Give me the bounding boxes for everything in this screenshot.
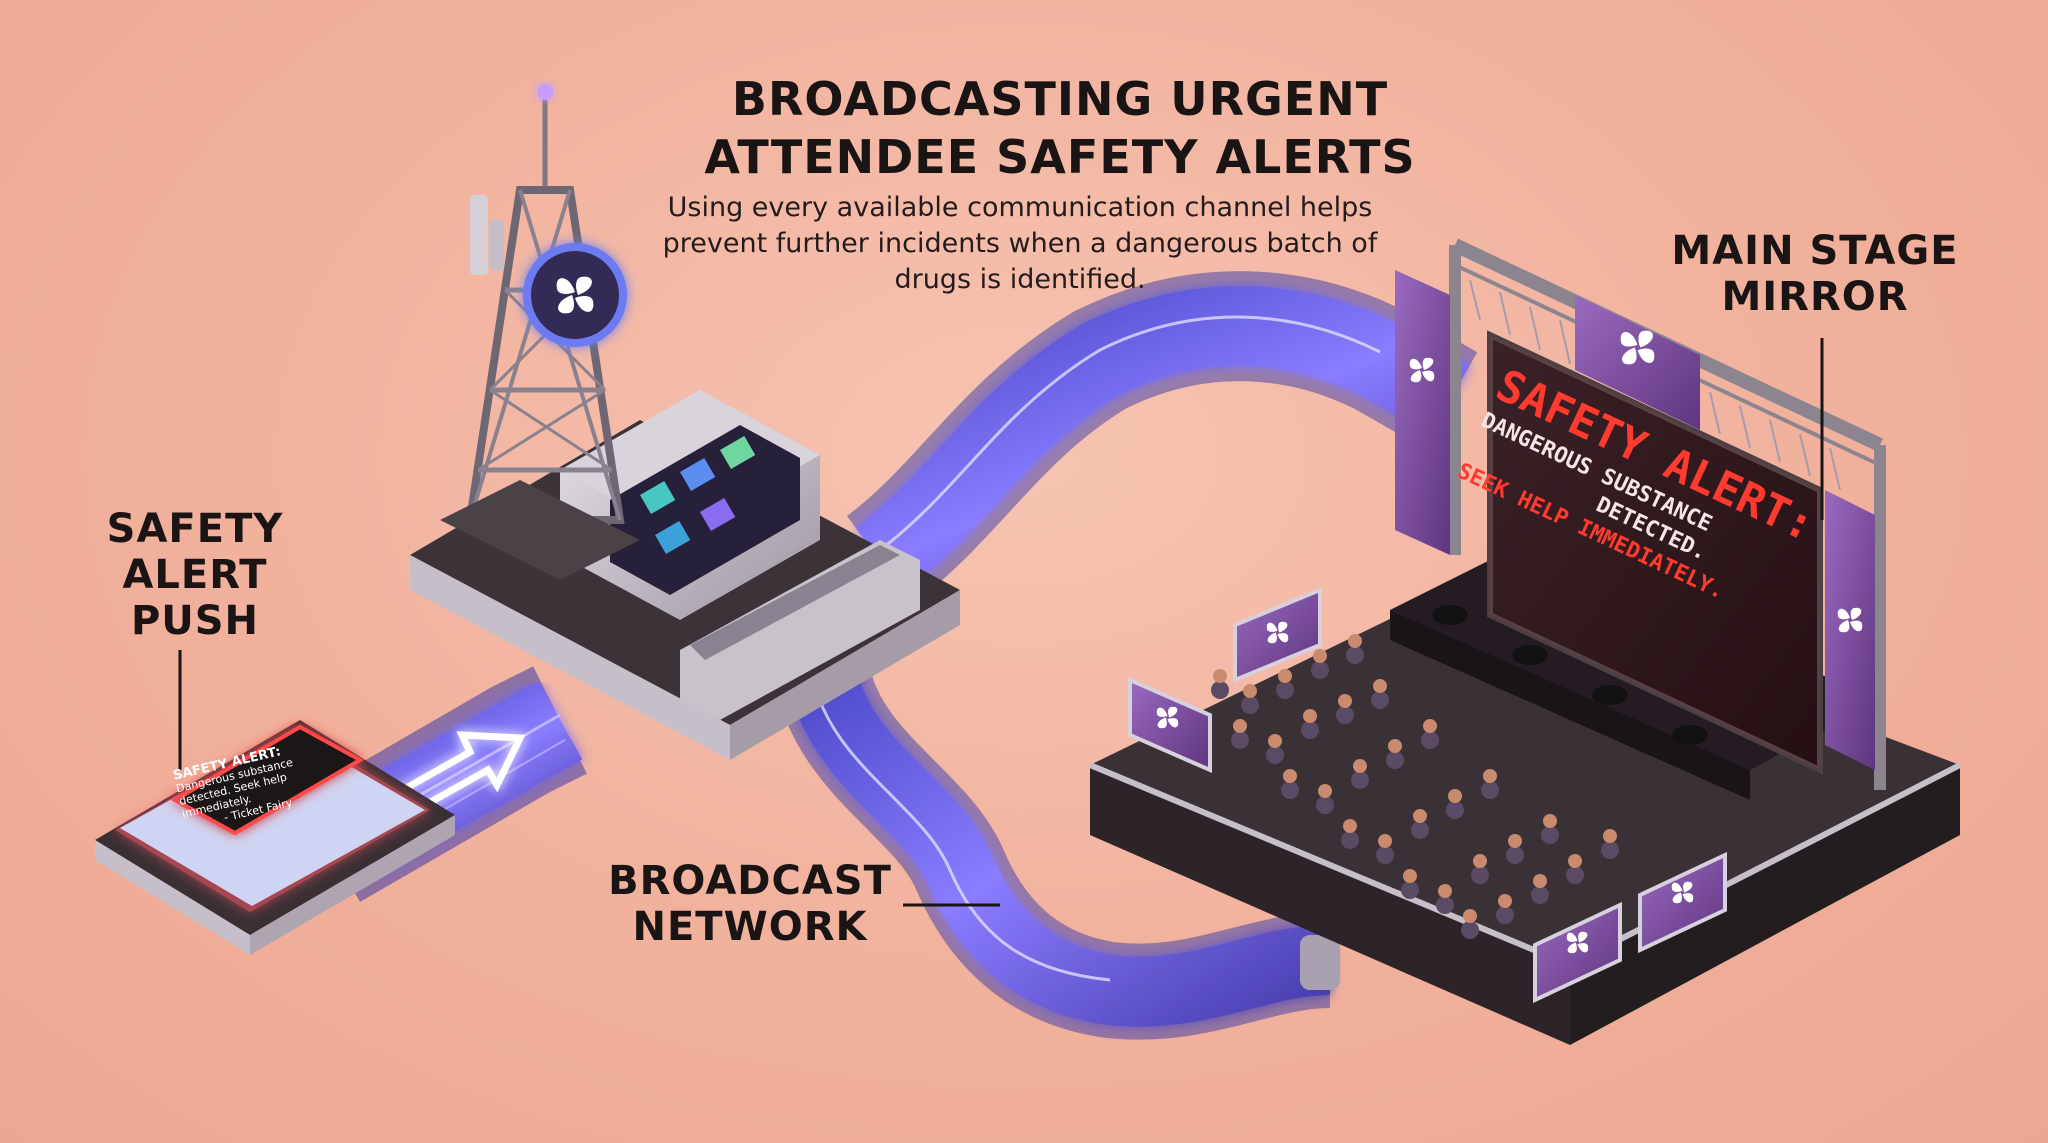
label-line: PUSH [130,598,260,644]
label-line: ALERT [122,552,268,598]
leader-lines [178,338,1824,907]
label-main-stage-mirror: MAIN STAGE MIRROR [1660,228,1970,320]
cable-control-to-stage-upper [846,271,1478,604]
main-stage-screen [1487,330,1823,775]
label-safety-alert-push: SAFETY ALERT PUSH [70,506,320,644]
label-line: MIRROR [1721,274,1909,320]
page-subtitle: Using every available communication chan… [662,192,1378,295]
label-line: MAIN STAGE [1671,228,1959,274]
title-line-2: ATTENDEE SAFETY ALERTS [704,130,1416,184]
page-title: BROADCASTING URGENT ATTENDEE SAFETY ALER… [600,70,1520,186]
tower-logo-icon [523,243,627,347]
crowd [1211,634,1619,939]
label-line: SAFETY [106,506,284,552]
stage-logo-icon [1575,295,1700,430]
label-line: NETWORK [632,904,868,950]
label-line: BROADCAST [608,858,892,904]
label-broadcast-network: BROADCAST NETWORK [600,858,900,950]
banner-logo-icon [1395,270,1875,770]
radio-tower [440,84,640,580]
title-line-1: BROADCASTING URGENT [731,72,1389,126]
crowd-barriers [1128,587,1727,1004]
smartphone [95,720,455,955]
